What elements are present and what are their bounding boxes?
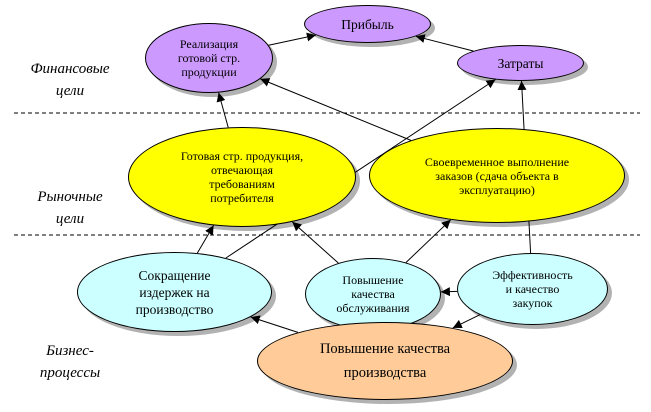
node-cost-reduction-line-3: производство [135,301,214,317]
node-procurement-line-3: закупок [512,296,553,310]
level-label-process-line-1: Бизнес- [46,343,94,359]
edge-production_quality-to-cost_reduction [250,315,299,333]
node-procurement: Эффективность и качество закупок [457,253,608,325]
node-sales-line-2: готовой стр. [177,51,241,65]
edge-sales-to-profit [268,32,317,46]
level-label-process: Бизнес- процессы [10,340,130,384]
node-profit-line-1: Прибыль [341,16,394,32]
edge-procurement-to-service_quality [440,287,458,297]
edge-service_quality-to-timely_delivery [405,219,452,263]
level-label-financial-line-2: цели [55,83,85,99]
node-cost-reduction-line-1: Сокращение [138,267,211,283]
edge-timely_delivery-to-sales [260,78,412,141]
node-costs-line-1: Затраты [497,55,544,71]
node-profit: Прибыль [304,5,431,43]
node-ready-product: Готовая стр. продукция, отвечающая требо… [128,127,356,227]
node-procurement-line-1: Эффективность [492,268,573,282]
node-service-quality-line-2: качества [351,287,395,301]
node-ready-product-line-2: отвечающая [210,163,274,177]
node-timely-delivery-line-1: Своевременное выполнение [424,154,570,169]
edge-costs-to-profit [415,34,474,52]
node-ready-product-line-3: требованиям [209,177,275,191]
edge-cost_reduction-to-ready_product [196,225,215,254]
level-label-financial: Финансовые цели [10,58,130,102]
node-production-quality: Повышение качества производства [257,322,513,400]
level-label-financial-line-1: Финансовые [30,61,110,77]
node-ready-product-line-1: Готовая стр. продукция, [180,149,304,163]
level-label-market: Рыночные цели [10,186,130,230]
node-timely-delivery: Своевременное выполнение заказов (сдача … [369,128,625,223]
node-costs: Затраты [457,45,584,81]
node-sales: Реализация готовой стр. продукции [145,23,273,93]
level-label-process-line-2: процессы [39,365,101,381]
node-timely-delivery-line-2: заказов (сдача объекта в [435,168,559,183]
edge-cost_reduction-to-costs [225,79,496,259]
edge-procurement-to-production_quality [452,314,480,329]
node-service-quality-line-3: обслуживания [336,301,410,315]
level-label-market-line-1: Рыночные [37,189,103,205]
level-label-market-line-2: цели [55,211,85,227]
node-service-quality: Повышение качества обслуживания [305,258,441,330]
node-service-quality-line-1: Повышение [342,273,404,287]
node-production-quality-line-1: Повышение качества [319,341,451,357]
node-sales-line-3: продукции [181,65,237,79]
node-sales-line-1: Реализация [179,37,239,51]
node-procurement-line-2: и качество [505,282,560,296]
node-cost-reduction-line-2: издержек на [139,284,210,300]
edge-ready_product-to-sales [216,92,229,128]
node-ready-product-line-4: потребителя [210,191,274,205]
edge-service_quality-to-ready_product [291,221,339,264]
node-timely-delivery-line-3: эксплуатацию) [459,182,535,197]
node-cost-reduction: Сокращение издержек на производство [77,252,272,332]
node-production-quality-line-2: производства [343,365,427,381]
